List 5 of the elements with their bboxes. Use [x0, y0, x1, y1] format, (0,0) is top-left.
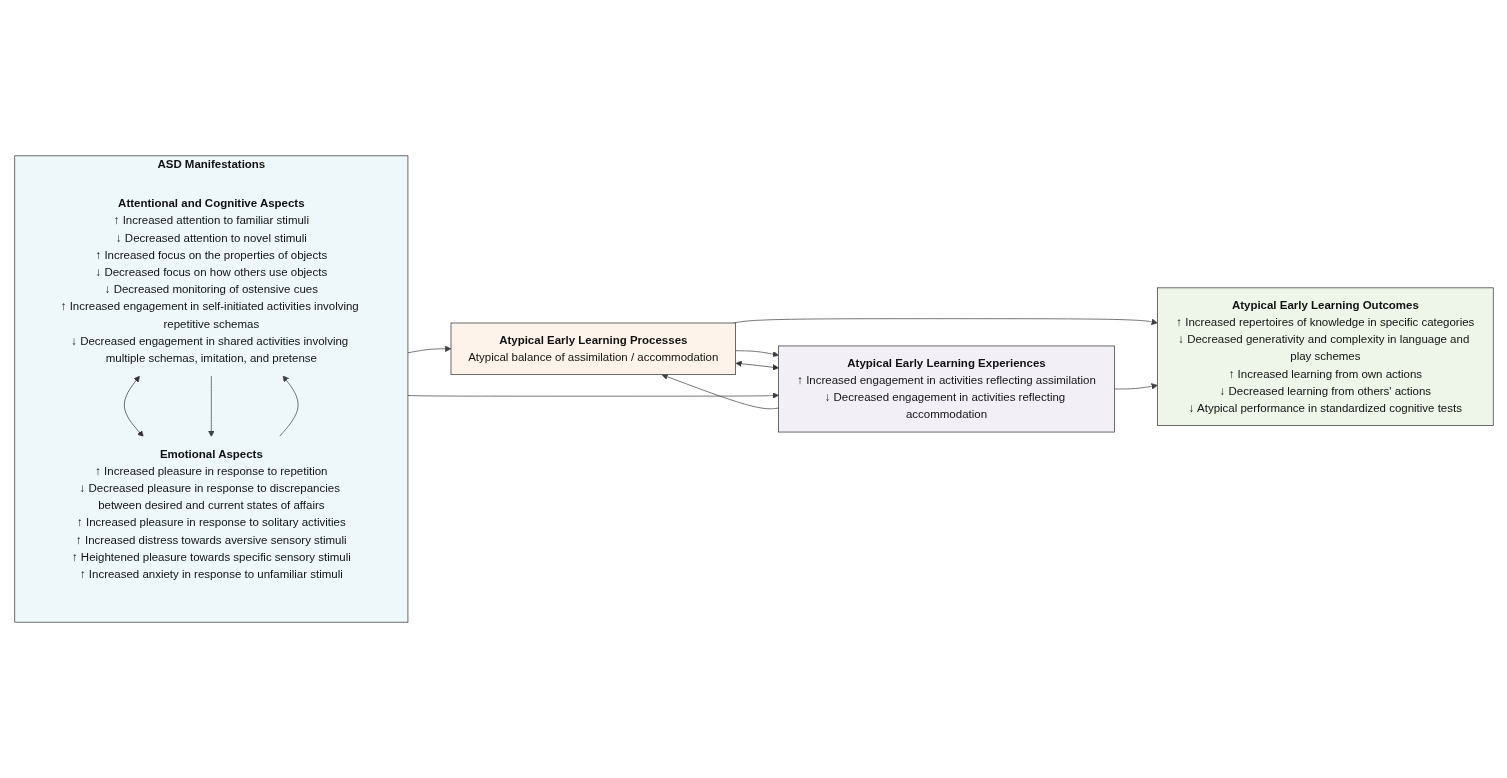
node-text: Emotional Aspects ↑ Increased pleasure in response to repetition ↓ Decreased pleasure in response to discrepancies between desired and current states of affairs ↑ Increased pleasure in response to solitary activities ↑ Increased distress towards aversive sensory stimuli ↑ Heightened pleasure towards specific sensory stimuli ↑ Increased anxiety in response to unfamiliar stimuli — [71, 447, 351, 581]
node-box: Atypical Early Learning Outcomes ↑ Increased repertoires of knowledge in specific categories ↓ Decreased generativity and complexity in language and play schemes ↑ Increased learning from own actions ↓ Decreased learning from others' actions ↓ Atypical performance in standardized cognitive tests — [1156, 287, 1494, 426]
node-box: Atypical Early Learning Experiences ↑ Increased engagement in activities reflecting assimilation ↓ Decreased engagement in activities reflecting accommodation — [777, 345, 1115, 433]
node-text: Attentional and Cognitive Aspects ↑ Increased attention to familiar stimuli ↓ Decreased attention to novel stimuli ↑ Increased focus on the properties of objects ↓ Decreased focus on how others use objects ↓ Decreased monitoring of ostensive cues ↑ Increased engagement in self-initiated activities involving repetitive schemas ↓ Decreased engagement in shared activities involving multiple schemas, imitation, and pretense — [60, 197, 359, 365]
node-box: Atypical Early Learning Processes Atypical balance of assimilation / accommodation — [450, 322, 736, 375]
